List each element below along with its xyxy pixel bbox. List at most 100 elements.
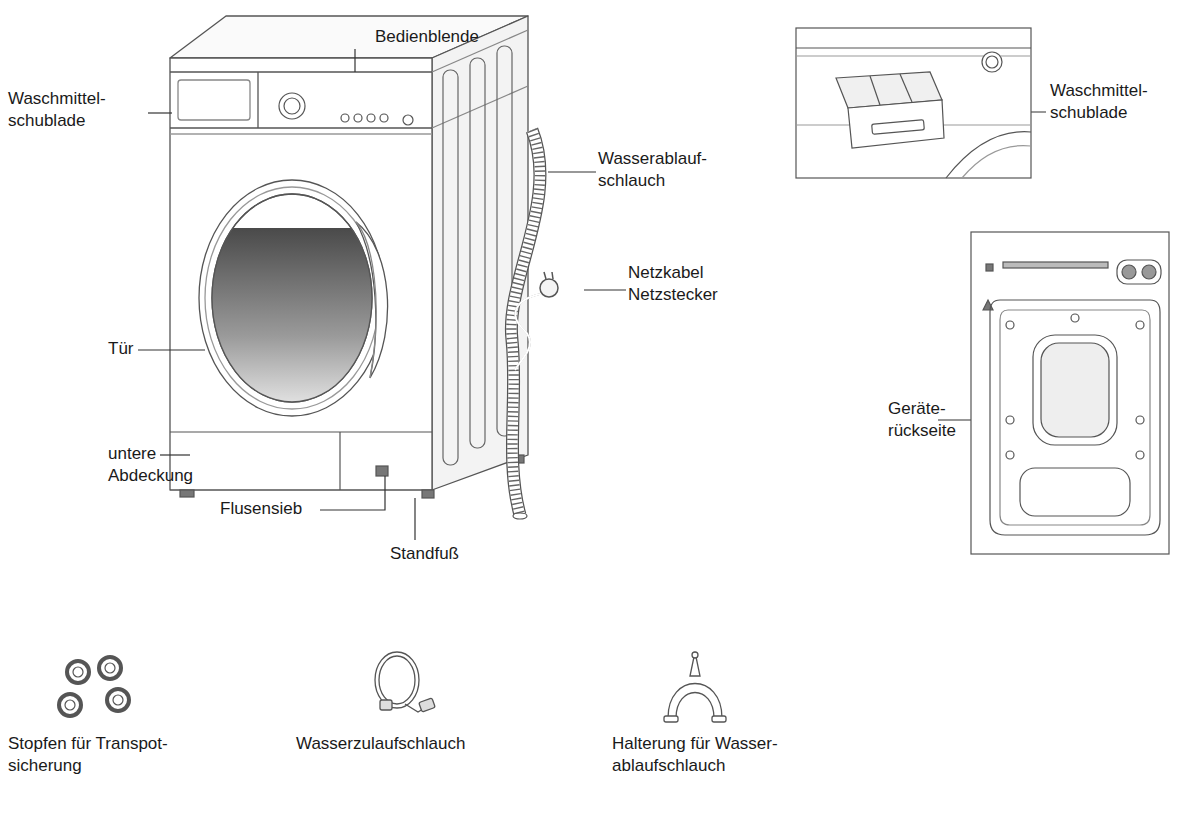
- lower-cover: [170, 431, 432, 432]
- washer-body: [170, 133, 432, 134]
- part-label: untere Abdeckung: [108, 443, 193, 487]
- rear-panel-inset: [1003, 262, 1108, 268]
- control-elements: [279, 93, 305, 119]
- rear-panel-inset: [1006, 416, 1014, 424]
- lower-cover: [339, 432, 340, 490]
- drawer-inset: [962, 146, 1031, 178]
- part-label: Wasserzulaufschlauch: [296, 733, 465, 755]
- transport-plugs: [107, 689, 129, 711]
- drawer-inset: [986, 56, 998, 68]
- leader-line: [160, 454, 190, 455]
- hose-bracket: [692, 652, 698, 658]
- leader-line: [548, 171, 596, 172]
- washer-door: [356, 222, 376, 378]
- leader-line: [320, 476, 385, 510]
- control-elements: [403, 115, 413, 125]
- washer-body: [178, 80, 250, 120]
- inlet-hose: [379, 656, 415, 704]
- rear-panel-inset: [986, 264, 993, 271]
- washer-door: [212, 194, 372, 402]
- part-label: Wasserablauf- schlauch: [598, 148, 707, 192]
- lower-cover: [170, 432, 524, 498]
- power-cable: [544, 272, 546, 279]
- rear-panel-inset: [1033, 335, 1117, 445]
- lower-cover: [422, 490, 434, 498]
- rear-panel-inset: [1136, 416, 1144, 424]
- part-label: Halterung für Wasser- ablaufschlauch: [612, 733, 804, 777]
- part-label: Bedienblende: [375, 26, 479, 48]
- transport-plugs: [73, 667, 83, 677]
- drawer-inset: [796, 47, 1031, 48]
- leader-line: [584, 289, 626, 290]
- drawer-inset: [848, 100, 944, 148]
- side-grooves: [443, 46, 512, 465]
- washer-door: [199, 180, 390, 416]
- power-cable: [515, 272, 558, 370]
- part-label: Flusensieb: [220, 498, 302, 520]
- part-label: Stopfen für Transpot- sicherung: [8, 733, 194, 777]
- drain-hose: [511, 130, 540, 515]
- washer-body: [170, 16, 528, 490]
- drain-hose: [513, 513, 527, 519]
- rear-panel-inset: [971, 232, 1169, 554]
- part-label: Waschmittel- schublade: [1050, 80, 1148, 124]
- drawer-inset: [870, 76, 880, 105]
- washer-door: [356, 222, 388, 378]
- control-elements: [354, 114, 362, 122]
- leader-line: [138, 349, 205, 350]
- transport-plugs: [59, 657, 129, 716]
- drawer-inset: [982, 52, 1002, 72]
- inlet-hose: [375, 652, 435, 712]
- rear-panel-inset: [1136, 451, 1144, 459]
- leader-line: [138, 49, 1046, 540]
- part-label: Geräte- rückseite: [888, 398, 956, 442]
- control-elements: [284, 98, 300, 114]
- drawer-inset: [796, 28, 1031, 178]
- transport-plugs: [67, 661, 89, 683]
- control-elements: [367, 114, 375, 122]
- rear-panel-inset: [1122, 265, 1136, 279]
- control-elements: [380, 114, 388, 122]
- leader-line: [414, 498, 415, 540]
- rear-panel-inset: [1136, 321, 1144, 329]
- rear-panel-inset: [1000, 310, 1150, 525]
- drawer-inset: [796, 28, 1031, 178]
- rear-panel-inset: [1117, 260, 1161, 284]
- power-cable: [515, 294, 540, 370]
- part-label: Standfuß: [390, 543, 459, 565]
- drawer-inset: [946, 132, 1031, 178]
- washer-body: [432, 86, 528, 128]
- control-elements: [279, 93, 413, 125]
- rear-panel-inset: [1071, 314, 1079, 322]
- rear-panel-inset: [1142, 265, 1156, 279]
- rear-panel-inset: [990, 300, 1160, 535]
- drain-hose: [511, 130, 540, 515]
- washer-body: [170, 127, 432, 128]
- transport-plugs: [65, 700, 75, 710]
- control-elements: [341, 114, 349, 122]
- transport-plugs: [105, 663, 115, 673]
- hose-bracket: [668, 684, 722, 719]
- transport-plugs: [113, 695, 123, 705]
- washer-door: [200, 228, 390, 408]
- washer-body: [170, 71, 432, 72]
- side-grooves: [470, 58, 485, 448]
- drawer-inset: [872, 120, 925, 134]
- rear-panel-inset: [1006, 321, 1014, 329]
- rear-panel-inset: [1006, 451, 1014, 459]
- transport-plugs: [59, 694, 81, 716]
- transport-plugs: [99, 657, 121, 679]
- drain-hose: [511, 130, 540, 515]
- hose-bracket: [712, 716, 726, 722]
- inlet-hose: [380, 700, 392, 710]
- hose-bracket: [664, 716, 678, 722]
- drain-hose: [511, 130, 540, 519]
- hose-bracket: [690, 652, 700, 676]
- power-cable: [540, 279, 558, 297]
- part-label: Netzkabel Netzstecker: [628, 262, 718, 306]
- rear-panel-inset: [1020, 468, 1130, 516]
- washer-body: [170, 58, 432, 490]
- power-cable: [515, 294, 540, 370]
